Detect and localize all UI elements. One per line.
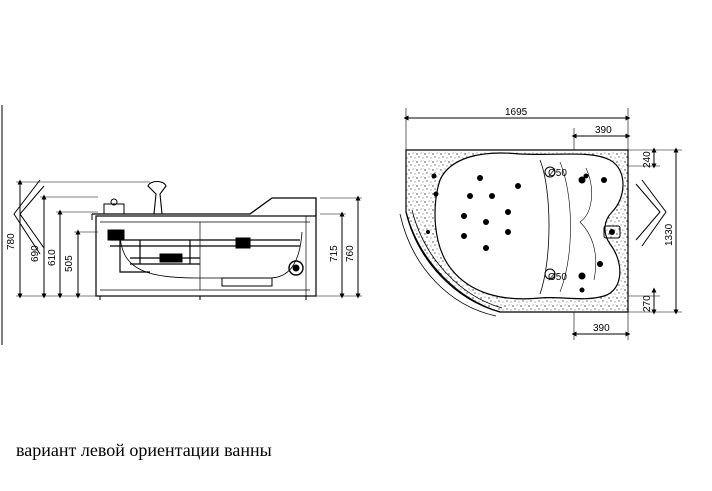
tub-basin <box>434 152 624 300</box>
dim-1695-label: 1695 <box>505 107 528 118</box>
dim-780-label: 780 <box>6 233 17 250</box>
drain-bottom <box>544 268 556 280</box>
handle-left <box>103 203 125 215</box>
dim-1330-label: 1330 <box>664 223 675 246</box>
dim-390-top-label: 390 <box>595 125 612 136</box>
dim-505-label: 505 <box>64 255 75 272</box>
base-tray <box>221 277 273 287</box>
drain-top-label: Ø50 <box>548 168 567 179</box>
dim-690-label: 690 <box>30 245 41 262</box>
control-panel <box>603 225 621 239</box>
jets <box>426 173 607 293</box>
dim-760-label: 760 <box>345 245 356 262</box>
side-view <box>1 105 362 345</box>
drain-bottom-label: Ø50 <box>548 272 567 283</box>
valve-block-left <box>107 229 125 241</box>
pump-block <box>159 253 183 263</box>
dim-390-bottom-label: 390 <box>593 323 610 334</box>
dim-610-label: 610 <box>47 249 58 266</box>
dim-240-label: 240 <box>642 151 653 168</box>
pump-motor <box>288 260 304 276</box>
dim-270-label: 270 <box>642 295 653 312</box>
tub-body <box>95 215 317 297</box>
faucet <box>147 180 167 215</box>
valve-block-right <box>235 237 251 249</box>
dim-715-label: 715 <box>329 245 340 262</box>
plan-view <box>399 108 682 340</box>
drain-top <box>544 166 556 178</box>
caption: вариант левой ориентации ванны <box>16 440 272 460</box>
